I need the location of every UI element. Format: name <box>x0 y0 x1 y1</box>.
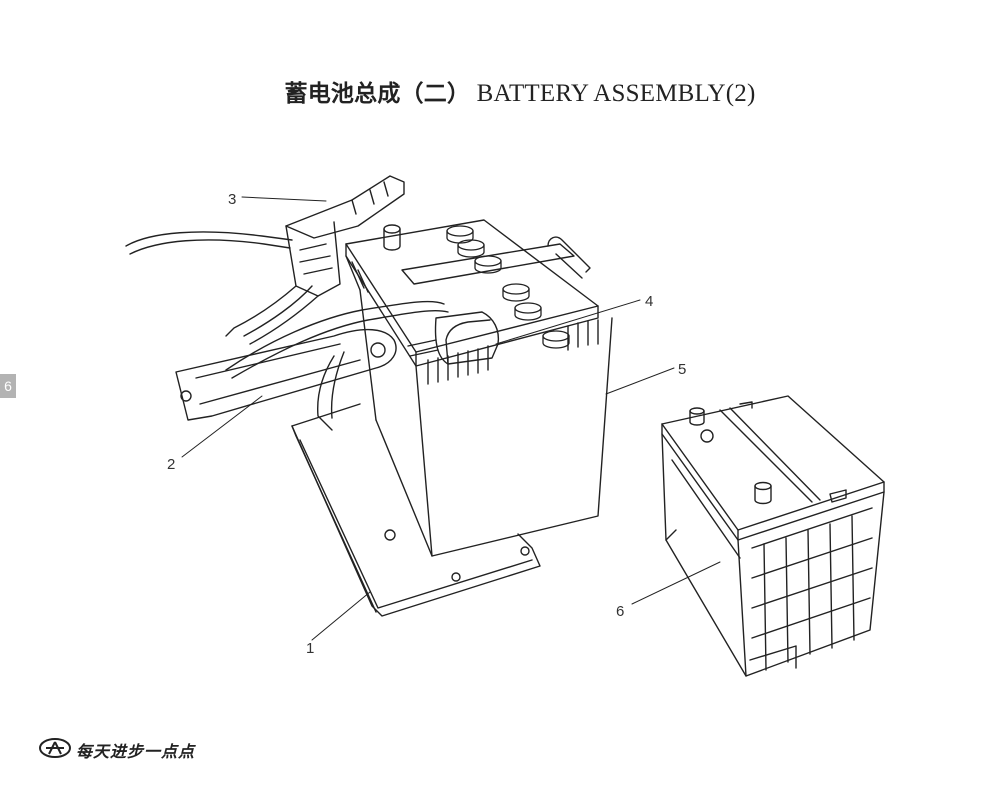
footer-slogan: 每天进步一点点 <box>76 742 196 761</box>
page-number-tab: 6 <box>0 374 16 398</box>
title-chinese: 蓄电池总成（二） <box>284 81 471 107</box>
battery-tray <box>291 403 541 617</box>
terminal-clamp <box>407 311 500 365</box>
charger-clip <box>125 175 405 345</box>
title-english: BATTERY ASSEMBLY(2) <box>476 80 756 107</box>
callout-3: 3 <box>228 191 236 208</box>
battery-alternate <box>661 395 885 677</box>
battery-main <box>345 219 613 557</box>
page-title: 蓄电池总成（二） BATTERY ASSEMBLY(2) <box>0 74 1000 108</box>
callout-4: 4 <box>645 293 653 310</box>
callout-6: 6 <box>616 603 624 620</box>
ground-cable-bracket <box>175 300 449 431</box>
leader-lines <box>181 196 721 641</box>
callout-2: 2 <box>167 456 175 473</box>
callout-5: 5 <box>678 361 686 378</box>
callout-1: 1 <box>306 640 314 657</box>
brand-emblem-icon <box>39 738 71 758</box>
